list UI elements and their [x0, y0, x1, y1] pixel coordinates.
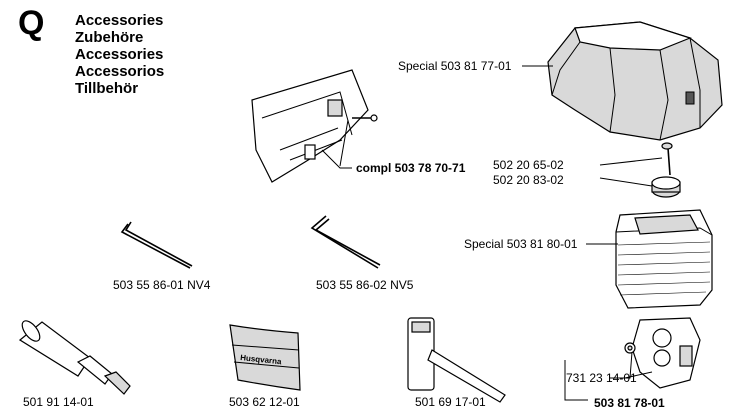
title-fr: Accessories — [75, 46, 164, 63]
pouch-drawing: Husqvarna — [229, 324, 301, 391]
leader-bracket-kit-2 — [339, 119, 349, 167]
section-titles: Accessories Zubehöre Accessories Accesso… — [75, 12, 164, 97]
leader-carburetor-kit-2 — [624, 371, 653, 379]
label-hex-key-nv5: 503 55 86-02 NV5 — [316, 278, 414, 292]
label-air-filter-cover: Special 503 81 77-01 — [398, 59, 512, 73]
grease-gun-drawing — [18, 320, 131, 395]
bracket-kit-drawing — [251, 69, 378, 183]
carburetor-drawing — [631, 317, 701, 389]
label-pouch: 503 62 12-01 — [229, 395, 300, 409]
pouch-brand: Husqvarna — [240, 353, 283, 366]
leader-carburetor-kit — [564, 360, 588, 401]
hex-key-nv4-drawing — [120, 221, 193, 269]
title-de: Zubehöre — [75, 29, 144, 46]
label-air-filter: Special 503 81 80-01 — [464, 237, 578, 251]
label-hex-key-nv4: 503 55 86-01 NV4 — [113, 278, 211, 292]
leader-knob-1 — [599, 157, 663, 166]
label-knob-1: 502 20 65-02 — [493, 158, 564, 172]
label-carburetor-kit: 503 81 78-01 — [594, 396, 665, 410]
label-bracket-kit: compl 503 78 70-71 — [356, 161, 466, 175]
leader-knob-2 — [599, 177, 653, 187]
air-filter-drawing — [615, 209, 713, 309]
label-knob-2: 502 20 83-02 — [493, 173, 564, 187]
section-letter: Q — [18, 4, 45, 42]
title-sv: Tillbehör — [75, 80, 139, 97]
leader-washer — [610, 351, 633, 379]
combi-wrench-drawing — [407, 317, 506, 403]
washer-drawing — [624, 342, 636, 354]
leader-bracket-kit — [321, 149, 352, 169]
title-es: Accessorios — [75, 63, 165, 80]
title-en: Accessories — [75, 12, 164, 29]
label-washer: 731 23 14-01 — [566, 371, 637, 385]
air-filter-cover-drawing — [547, 21, 723, 141]
label-combi-wrench: 501 69 17-01 — [415, 395, 486, 409]
hex-key-nv5-drawing — [310, 215, 381, 269]
label-grease-gun: 501 91 14-01 — [23, 395, 94, 409]
knob-drawing — [651, 142, 681, 198]
